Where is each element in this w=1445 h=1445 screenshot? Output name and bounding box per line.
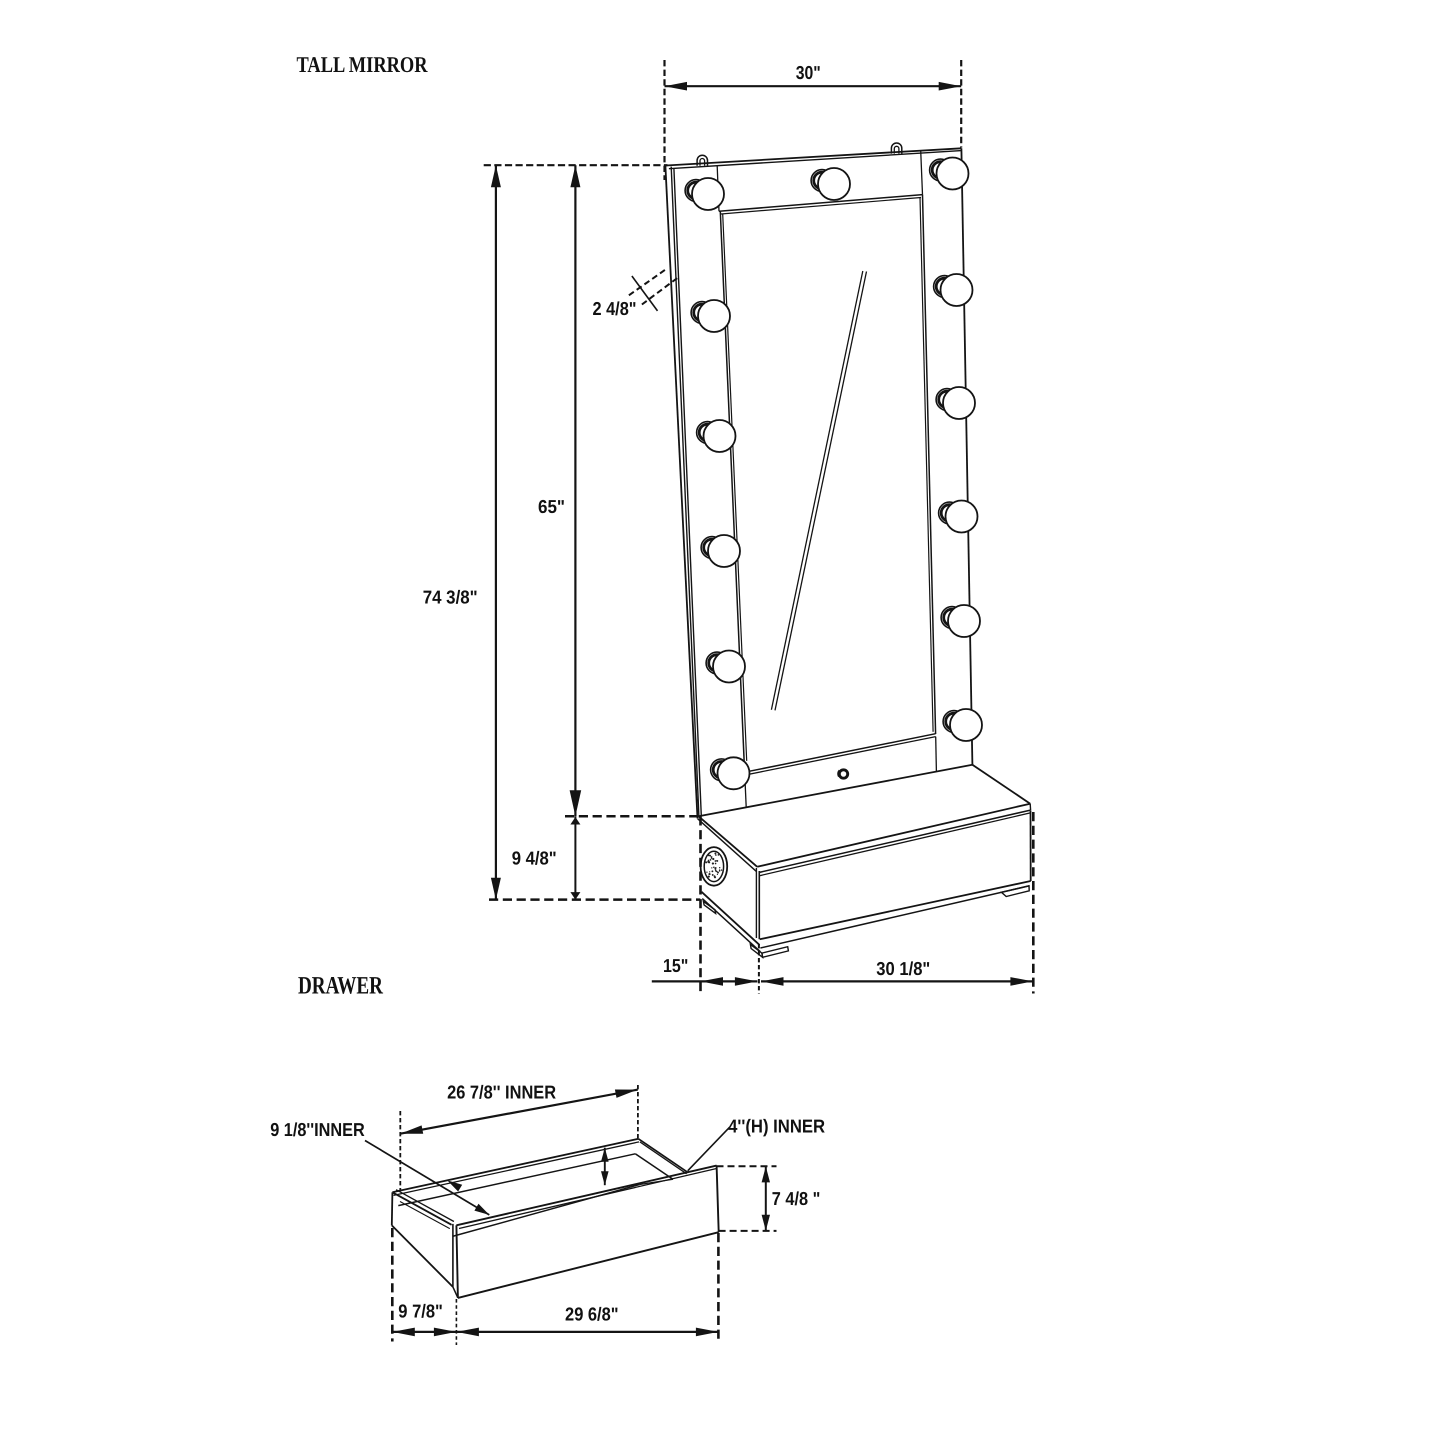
svg-text:30 1/8": 30 1/8" [876, 958, 930, 979]
svg-text:7 4/8 ": 7 4/8 " [772, 1188, 821, 1209]
svg-text:2 4/8": 2 4/8" [593, 298, 637, 319]
svg-text:9 4/8": 9 4/8" [512, 848, 557, 869]
svg-text:74 3/8": 74 3/8" [423, 587, 478, 608]
svg-text:9 7/8": 9 7/8" [398, 1301, 443, 1322]
svg-text:9 1/8''INNER: 9 1/8''INNER [270, 1119, 365, 1140]
svg-text:DRAWER: DRAWER [298, 973, 384, 1000]
svg-text:30": 30" [796, 62, 821, 83]
svg-text:TALL MIRROR: TALL MIRROR [297, 52, 429, 77]
svg-text:29 6/8": 29 6/8" [565, 1304, 619, 1325]
svg-text:15": 15" [663, 955, 688, 976]
svg-text:26 7/8'' INNER: 26 7/8'' INNER [447, 1082, 556, 1103]
svg-text:4''(H) INNER: 4''(H) INNER [728, 1116, 825, 1137]
svg-text:65": 65" [538, 496, 565, 517]
